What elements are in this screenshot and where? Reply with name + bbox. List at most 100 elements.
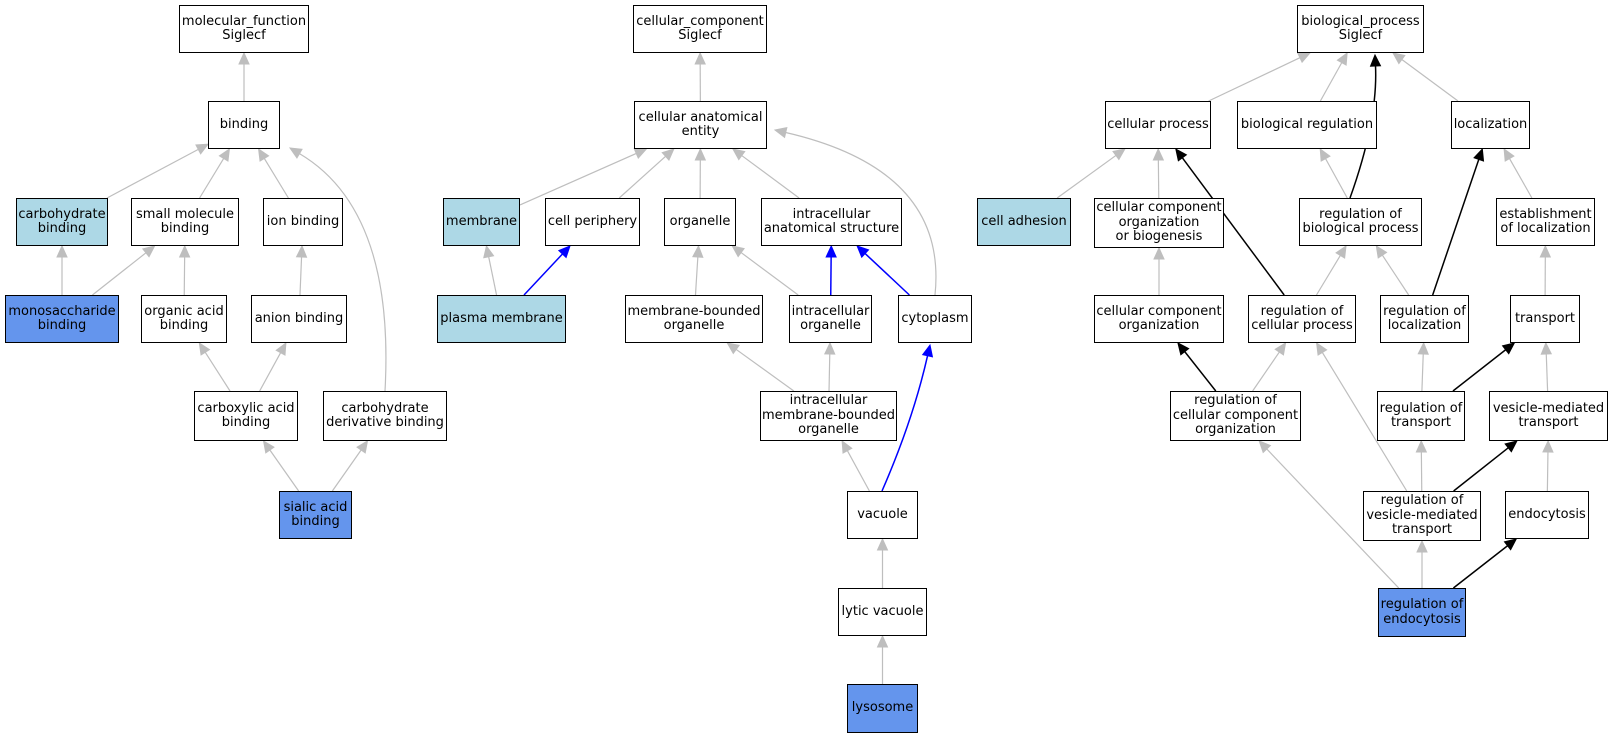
edge-ves_transport-to-transport [1545,353,1549,392]
edge-estab_loc-to-localization [1509,158,1533,199]
edge-carboxylic-to-anion_binding [259,352,282,392]
node-membrane[interactable]: membrane [443,198,520,246]
arrowhead-monosacch-to-small_mol [141,245,156,258]
node-lysosome[interactable]: lysosome [847,684,918,733]
node-sialic-acid-binding[interactable]: sialic acid binding [279,491,352,539]
node-establishment-of-localization[interactable]: establishment of localization [1496,198,1595,246]
arrowhead-reg_cc_org-to-cc_org [1177,342,1190,356]
edge-vacuole-to-ic_mem_bounded [846,450,870,492]
arrowhead-ion_binding-to-binding [257,147,270,162]
edge-reg_bio_proc-to-bio_reg [1325,158,1348,199]
edge-reg_transport-to-transport [1452,349,1507,392]
edge-reg_loc-to-reg_bio_proc [1381,254,1410,296]
edge-carb_deriv-to-binding [299,153,387,392]
arrowhead-reg_bio_proc-to-bio_reg [1319,147,1331,162]
arrowhead-carb_deriv-to-binding [288,147,303,159]
node-carboxylic-acid-binding[interactable]: carboxylic acid binding [194,391,298,441]
arrowhead-reg_ves_transport-to-reg_transport [1415,439,1428,453]
node-plasma-membrane[interactable]: plasma membrane [437,295,566,343]
node-localization[interactable]: localization [1451,101,1530,149]
edge-sialic-to-carboxylic [269,449,300,492]
edge-ion_binding-to-binding [263,158,289,199]
node-cellular-component-root[interactable]: cellular_component Siglecf [633,5,767,53]
arrowhead-cytoplasm-to-cell_anat [773,126,788,139]
node-organelle[interactable]: organelle [664,198,736,246]
node-cellular-anatomical-entity[interactable]: cellular anatomical entity [634,101,767,149]
node-regulation-of-cellular-component-organization[interactable]: regulation of cellular component organiz… [1170,391,1301,441]
edge-sialic-to-carb_deriv [331,449,362,492]
edge-endocytosis-to-ves_transport [1546,451,1549,492]
node-carbohydrate-binding[interactable]: carbohydrate binding [16,198,108,246]
arrowhead-reg_bio_proc-to-bp_root [1369,53,1382,67]
arrowhead-cell_process-to-bp_root [1297,52,1311,64]
arrowhead-carboxylic-to-organic_acid [198,341,211,356]
node-carbohydrate-derivative-binding[interactable]: carbohydrate derivative binding [323,391,447,441]
arrowhead-reg_endocytosis-to-reg_ves_transport [1416,539,1428,553]
arrowhead-reg_transport-to-reg_loc [1417,341,1429,355]
node-cell-periphery[interactable]: cell periphery [545,198,640,246]
node-regulation-of-localization[interactable]: regulation of localization [1380,295,1469,343]
node-cellular-component-organization-or-biogenesis[interactable]: cellular component organization or bioge… [1094,198,1224,248]
node-molecular-function-root[interactable]: molecular_function Siglecf [179,5,309,53]
node-cellular-process[interactable]: cellular process [1105,101,1211,149]
node-regulation-of-cellular-process[interactable]: regulation of cellular process [1248,295,1356,343]
arrowhead-sialic-to-carboxylic [262,440,275,454]
edge-ic_organelle-to-organelle [740,252,799,296]
edge-reg_cell_proc-to-cell_process [1181,157,1285,296]
node-membrane-bounded-organelle[interactable]: membrane-bounded organelle [625,295,763,343]
node-endocytosis[interactable]: endocytosis [1505,491,1589,539]
node-intracellular-anatomical-structure[interactable]: intracellular anatomical structure [761,198,902,246]
node-organic-acid-binding[interactable]: organic acid binding [141,295,227,343]
arrowhead-ic_mem_bounded-to-ic_organelle [823,341,836,355]
node-regulation-of-vesicle-mediated-transport[interactable]: regulation of vesicle-mediated transport [1363,491,1481,541]
node-cytoplasm[interactable]: cytoplasm [898,295,972,343]
arrowhead-cc_org_biogen-to-cell_process [1152,147,1165,161]
edge-reg_endocytosis-to-endocytosis [1452,545,1509,589]
edge-small_mol-to-binding [199,158,225,199]
node-anion-binding[interactable]: anion binding [251,295,347,343]
arrowhead-binding-to-mf_root [238,51,250,65]
edge-reg_cc_org-to-cc_org [1184,351,1217,392]
node-ion-binding[interactable]: ion binding [263,198,343,246]
node-regulation-of-biological-process[interactable]: regulation of biological process [1299,198,1422,246]
edge-bio_reg-to-bp_root [1319,62,1343,102]
node-biological-process-root[interactable]: biological_process Siglecf [1297,5,1424,53]
node-small-molecule-binding[interactable]: small molecule binding [131,198,239,246]
arrowhead-reg_cc_org-to-reg_cell_proc [1274,342,1287,356]
node-cellular-component-organization[interactable]: cellular component organization [1094,295,1224,343]
edge-plasma_mem-to-membrane [488,256,498,296]
arrowhead-ic_mem_bounded-to-mem_bounded [726,342,740,355]
arrowhead-cc_org-to-cc_org_biogen [1153,246,1165,260]
arrowhead-organic_acid-to-small_mol [178,244,191,258]
node-biological-regulation[interactable]: biological regulation [1237,101,1377,149]
arrowhead-mem_bounded-to-organelle [692,244,704,258]
arrowhead-ic_anat-to-cell_anat [731,148,746,161]
node-intracellular-organelle[interactable]: intracellular organelle [789,295,872,343]
edge-plasma_mem-to-cell_periph [523,253,564,296]
arrowhead-cell_anat-to-cc_root [694,51,706,65]
arrowhead-bio_reg-to-bp_root [1336,51,1348,66]
edge-cell_process-to-bp_root [1208,57,1301,102]
arrowhead-ic_organelle-to-ic_anat [825,244,837,258]
edge-ic_anat-to-cell_anat [741,155,800,199]
node-cell-adhesion[interactable]: cell adhesion [977,198,1071,246]
node-regulation-of-transport[interactable]: regulation of transport [1377,391,1465,441]
edge-ic_mem_bounded-to-ic_organelle [828,353,831,392]
node-regulation-of-endocytosis[interactable]: regulation of endocytosis [1378,588,1466,637]
edge-reg_cell_proc-to-reg_bio_proc [1315,255,1341,296]
node-binding[interactable]: binding [208,101,280,149]
arrowhead-lysosome-to-lytic_vac [876,634,889,648]
arrowhead-carboxylic-to-anion_binding [275,341,287,356]
node-intracellular-membrane-bounded-organelle[interactable]: intracellular membrane-bounded organelle [760,391,897,441]
node-lytic-vacuole[interactable]: lytic vacuole [838,588,927,636]
edge-reg_transport-to-reg_loc [1421,353,1424,392]
node-monosaccharide-binding[interactable]: monosaccharide binding [5,295,119,343]
node-vacuole[interactable]: vacuole [847,491,918,539]
node-vesicle-mediated-transport[interactable]: vesicle-mediated transport [1489,391,1608,441]
arrowhead-vacuole-to-cytoplasm [921,343,934,358]
node-transport[interactable]: transport [1510,295,1580,343]
edge-membrane-to-cell_anat [519,152,637,206]
arrowhead-endocytosis-to-ves_transport [1542,439,1554,453]
